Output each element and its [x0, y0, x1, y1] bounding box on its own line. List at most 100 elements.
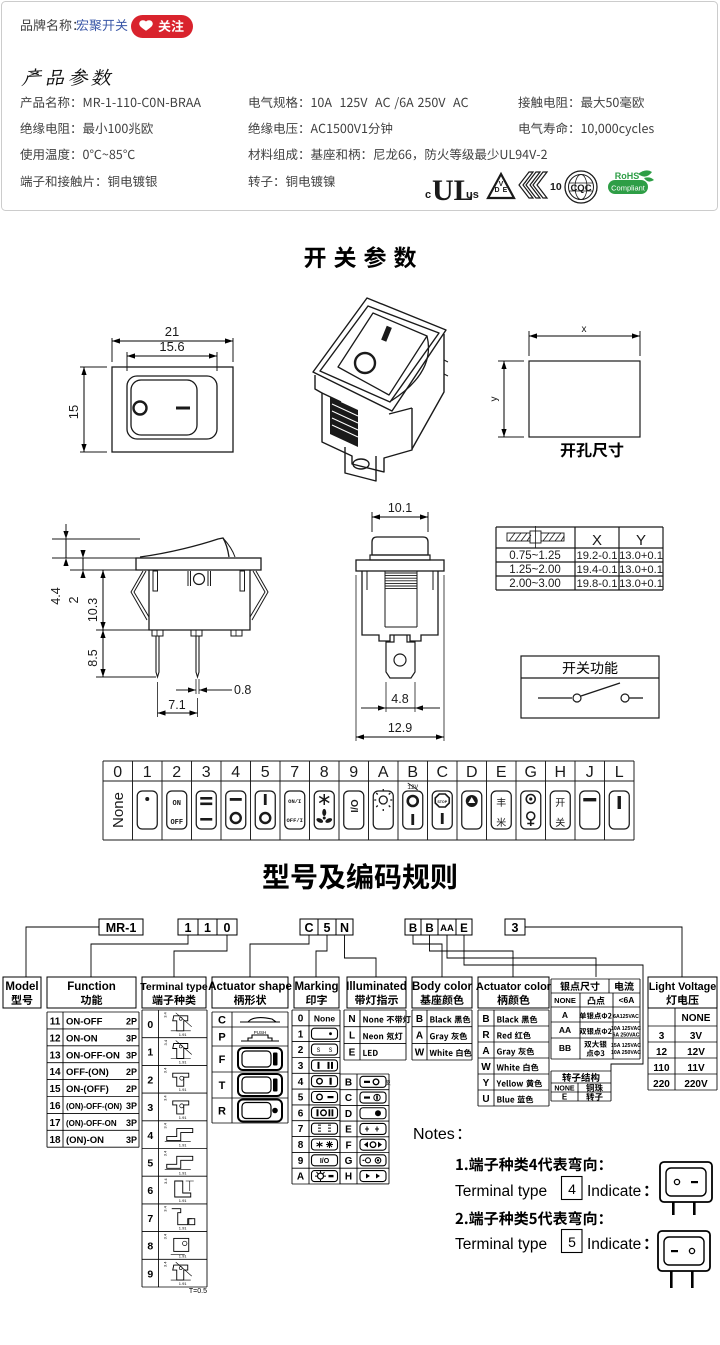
svg-text:Terminal type: Terminal type [140, 981, 208, 993]
svg-text:(ON)-ON: (ON)-ON [66, 1135, 104, 1146]
svg-text:5: 5 [298, 1093, 304, 1104]
svg-text:3.4: 3.4 [163, 1150, 168, 1156]
svg-text:x: x [582, 324, 587, 335]
svg-text:2: 2 [172, 764, 181, 781]
svg-text:8: 8 [298, 1140, 304, 1151]
svg-text:2P: 2P [126, 1084, 137, 1094]
svg-text:1.91: 1.91 [179, 1115, 188, 1120]
svg-text:E: E [460, 923, 468, 935]
svg-text:0.75~1.25: 0.75~1.25 [509, 550, 560, 562]
svg-text:15: 15 [66, 405, 81, 419]
svg-text:3P: 3P [126, 1118, 137, 1128]
svg-text:C: C [436, 764, 448, 781]
svg-text:ON-(OFF): ON-(OFF) [66, 1084, 109, 1095]
svg-text:c: c [425, 189, 431, 201]
svg-text:3.4: 3.4 [163, 1178, 168, 1184]
svg-text:220V: 220V [684, 1079, 708, 1090]
svg-text:21: 21 [165, 324, 179, 339]
svg-text:Illuminated: Illuminated [346, 981, 407, 993]
svg-text:<6A: <6A [619, 995, 635, 1005]
svg-text:12V: 12V [407, 784, 418, 791]
svg-text:MR-1: MR-1 [106, 921, 137, 935]
svg-text:9: 9 [298, 1156, 304, 1167]
svg-text:0.8: 0.8 [234, 683, 251, 697]
svg-text:ON-OFF: ON-OFF [66, 1017, 103, 1028]
svg-text:2P: 2P [126, 1017, 137, 1027]
svg-text:OFF: OFF [170, 819, 183, 827]
svg-text:B: B [407, 764, 418, 781]
svg-text:F: F [219, 1054, 226, 1066]
svg-text:Function: Function [67, 981, 116, 993]
svg-text:3.4: 3.4 [163, 1095, 168, 1101]
svg-text:0: 0 [113, 764, 122, 781]
svg-text:ON-OFF-ON: ON-OFF-ON [66, 1050, 120, 1061]
svg-text:16: 16 [49, 1101, 61, 1112]
svg-text:3: 3 [202, 764, 211, 781]
svg-text:E: E [503, 187, 508, 194]
svg-text:T=0.5: T=0.5 [189, 1288, 207, 1295]
svg-text:Y: Y [483, 1078, 490, 1089]
svg-text:3.4: 3.4 [163, 1011, 168, 1017]
svg-text:Y: Y [636, 532, 646, 549]
svg-text:15A 125VAC: 15A 125VAC [611, 1043, 641, 1049]
svg-text:S: S [317, 1047, 321, 1054]
svg-text:3P: 3P [126, 1033, 137, 1043]
svg-text:14: 14 [49, 1067, 61, 1078]
svg-text:110: 110 [653, 1063, 670, 1074]
svg-text:1: 1 [204, 921, 211, 935]
svg-text:E: E [349, 1047, 356, 1058]
svg-text:D: D [466, 764, 478, 781]
svg-text:A: A [297, 1172, 304, 1183]
svg-text:A: A [482, 1046, 489, 1057]
svg-text:1.91: 1.91 [179, 1170, 188, 1175]
svg-text:1: 1 [185, 921, 192, 935]
svg-text:NONE: NONE [554, 1086, 575, 1093]
svg-text:1.91: 1.91 [179, 1032, 188, 1037]
svg-text:Actuator shape: Actuator shape [208, 981, 292, 993]
svg-text:15: 15 [49, 1084, 61, 1095]
svg-text:19.2-0.1: 19.2-0.1 [576, 550, 617, 562]
svg-text:PUSH: PUSH [254, 1030, 267, 1035]
svg-text:1.91: 1.91 [179, 1253, 188, 1258]
svg-text:3: 3 [659, 1031, 665, 1042]
svg-text:19.4-0.1: 19.4-0.1 [576, 564, 617, 576]
svg-text:N: N [348, 1014, 355, 1025]
svg-text:H: H [345, 1172, 352, 1183]
svg-text:Indicate: Indicate [587, 1183, 641, 1200]
svg-text:us: us [466, 189, 479, 201]
svg-text:B: B [345, 1078, 352, 1089]
svg-text:OFF/I: OFF/I [286, 817, 303, 824]
svg-text:3.4: 3.4 [163, 1261, 168, 1267]
svg-text:1.91: 1.91 [179, 1060, 188, 1065]
svg-text:E: E [345, 1125, 352, 1136]
svg-text:3: 3 [298, 1061, 304, 1072]
svg-text:AA: AA [440, 923, 454, 934]
svg-text:Model: Model [5, 981, 38, 993]
svg-text:10.1: 10.1 [388, 501, 412, 515]
svg-text:A: A [562, 1010, 568, 1020]
svg-text:1: 1 [143, 764, 152, 781]
svg-text:F: F [345, 1140, 351, 1151]
svg-text:X: X [592, 532, 602, 549]
svg-text:4: 4 [298, 1077, 304, 1088]
svg-text:R: R [482, 1030, 490, 1041]
svg-text:5: 5 [261, 764, 270, 781]
svg-text:10.3: 10.3 [86, 598, 100, 622]
svg-text:9: 9 [147, 1268, 153, 1280]
svg-text:3: 3 [147, 1102, 153, 1114]
svg-text:7: 7 [290, 764, 299, 781]
svg-text:2: 2 [67, 596, 81, 603]
svg-text:S: S [329, 1047, 333, 1054]
svg-text:8.5: 8.5 [86, 649, 100, 666]
svg-text:3.4: 3.4 [163, 1067, 168, 1073]
svg-text:CQC: CQC [570, 183, 591, 194]
svg-text:4: 4 [147, 1130, 153, 1142]
svg-text:0: 0 [147, 1019, 153, 1031]
svg-text:I/O: I/O [320, 1158, 330, 1165]
svg-text:4: 4 [568, 1181, 576, 1197]
svg-text:13.0+0.1: 13.0+0.1 [619, 578, 663, 590]
svg-text:H: H [554, 764, 566, 781]
svg-text:12V: 12V [687, 1047, 705, 1058]
svg-text:6A125VAC: 6A125VAC [613, 1014, 639, 1020]
svg-text:3P: 3P [126, 1135, 137, 1145]
